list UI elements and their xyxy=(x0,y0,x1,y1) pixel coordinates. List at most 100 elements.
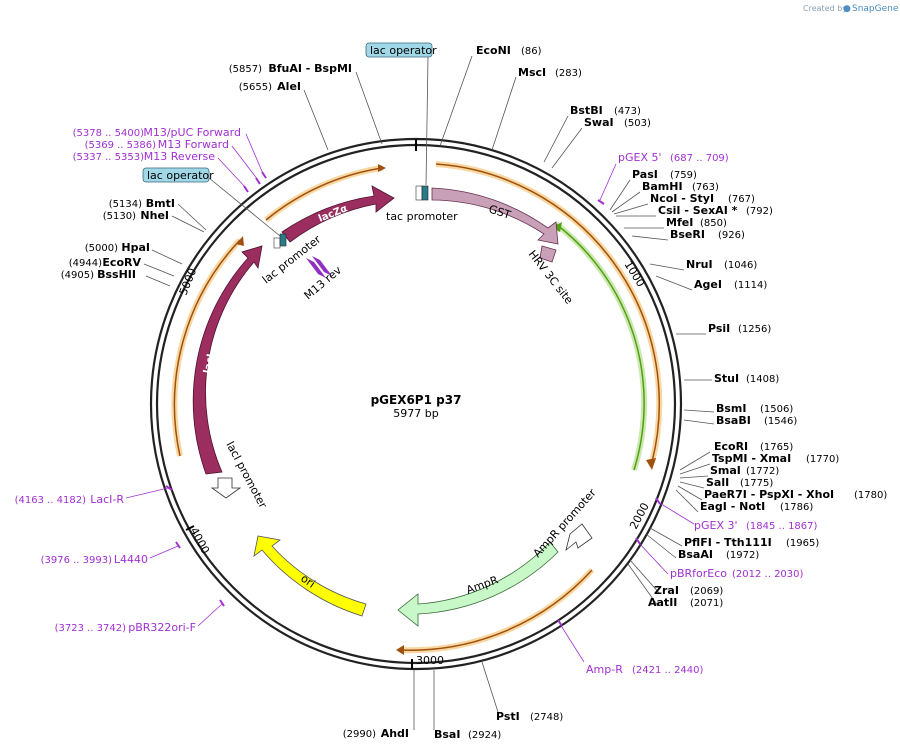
site-PasI-pos: (759) xyxy=(670,170,697,181)
feature-AmpR-promoter-label: AmpR promoter xyxy=(531,486,599,560)
feature-lacI-label: lacI xyxy=(202,353,217,375)
orf-arc-4 xyxy=(173,239,241,457)
site-BfuAI-pos: (5857) xyxy=(229,64,262,75)
site-AleI: AleI xyxy=(277,80,301,93)
site-leaders xyxy=(143,55,715,730)
primer-AmpR-range: (2421 .. 2440) xyxy=(632,665,704,676)
tick-label-2000: 2000 xyxy=(627,501,652,532)
site-NheI: NheI xyxy=(140,209,169,222)
site-MscI: MscI xyxy=(518,66,546,79)
site-BseRI: BseRI xyxy=(670,228,705,241)
primer-AmpR: Amp-R xyxy=(586,663,623,676)
primer-labels: pGEX 5' (687 .. 709) pGEX 3' (1845 .. 18… xyxy=(15,126,818,676)
site-SalI: SalI xyxy=(706,476,729,489)
site-EcoRI-pos: (1765) xyxy=(760,442,793,453)
site-NcoI: NcoI - StyI xyxy=(650,192,714,205)
site-TspMI-pos: (1770) xyxy=(806,454,839,465)
primer-pGEX3-range: (1845 .. 1867) xyxy=(746,521,818,532)
site-BsmI: BsmI xyxy=(716,402,747,415)
site-BsaAI: BsaAI xyxy=(678,548,713,561)
site-BseRI-pos: (926) xyxy=(718,230,745,241)
site-ZraI: ZraI xyxy=(654,584,679,597)
primer-pGEX5-range: (687 .. 709) xyxy=(670,153,729,164)
primer-L4440-range: (3976 .. 3993) xyxy=(41,555,113,566)
feature-lacI-promoter-label: lacI promoter xyxy=(223,439,269,511)
plasmid-length: 5977 bp xyxy=(393,407,438,420)
primer-pBR322ori-F-range: (3723 .. 3742) xyxy=(55,623,127,634)
site-EcoRV: EcoRV xyxy=(102,256,141,269)
site-NruI-pos: (1046) xyxy=(724,260,757,271)
feature-M13-rev-a xyxy=(306,258,326,278)
feature-HRV-site xyxy=(539,245,557,263)
tick-label-5000: 5000 xyxy=(177,266,200,297)
orf-arc-1-head xyxy=(646,458,656,470)
site-BstBI: BstBI xyxy=(570,104,603,117)
tick-label-3000: 3000 xyxy=(416,654,444,667)
feature-M13-rev-b xyxy=(312,256,332,276)
feature-tac-promoter xyxy=(415,185,423,201)
primer-pGEX3: pGEX 3' xyxy=(694,519,738,532)
primer-M13-pUC-Forward-range: (5378 .. 5400) xyxy=(73,128,145,139)
feature-lacI xyxy=(192,245,263,475)
site-BfuAI: BfuAI - BspMI xyxy=(268,62,352,75)
site-AgeI-pos: (1114) xyxy=(734,280,767,291)
site-BsaI: BsaI xyxy=(434,728,460,741)
site-MfeI-pos: (850) xyxy=(700,218,727,229)
site-AleI-pos: (5655) xyxy=(239,82,272,93)
site-AatII: AatII xyxy=(648,596,677,609)
feature-lac-promoter xyxy=(273,237,281,249)
site-SwaI-pos: (503) xyxy=(624,118,651,129)
site-AhdI: AhdI xyxy=(381,727,409,740)
orf-arc-2-head xyxy=(552,222,562,232)
site-PaeR7I: PaeR7I - PspXI - XhoI xyxy=(704,488,834,501)
primer-M13-Reverse-range: (5337 .. 5353) xyxy=(73,152,145,163)
orf-arc-1 xyxy=(435,163,660,463)
site-PsiI-pos: (1256) xyxy=(738,324,771,335)
feature-lacZa xyxy=(281,185,395,243)
feature-AmpR xyxy=(397,541,559,627)
site-BamHI-pos: (763) xyxy=(692,182,719,193)
site-EcoRV-pos: (4944) xyxy=(69,258,102,269)
site-BsaAI-pos: (1972) xyxy=(726,550,759,561)
site-BssHII-pos: (4905) xyxy=(61,270,94,281)
orf-arc-3 xyxy=(399,569,593,651)
primer-M13-Forward-range: (5369 .. 5386) xyxy=(85,140,157,151)
feature-ori xyxy=(253,535,367,617)
site-BstBI-pos: (473) xyxy=(614,106,641,117)
primer-LacI-R-range: (4163 .. 4182) xyxy=(15,495,87,506)
site-EcoRI: EcoRI xyxy=(714,440,748,453)
site-BsaBI: BsaBI xyxy=(716,414,751,427)
site-AgeI: AgeI xyxy=(694,278,722,291)
site-NheI-pos: (5130) xyxy=(103,211,136,222)
feature-AmpR-promoter xyxy=(565,523,593,552)
primer-M13-Forward: M13 Forward xyxy=(158,138,229,151)
site-PasI: PasI xyxy=(632,168,658,181)
tick-4000 xyxy=(185,525,195,531)
feature-lacI-promoter xyxy=(210,477,242,499)
feature-tac-promoter-label: tac promoter xyxy=(386,210,458,223)
site-SalI-pos: (1775) xyxy=(740,478,773,489)
feature-lac-operator-block-1 xyxy=(279,233,287,247)
orf-arc-5-head xyxy=(378,164,386,172)
site-StuI: StuI xyxy=(714,372,739,385)
site-EcoNI: EcoNI xyxy=(476,44,511,57)
site-PaeR7I-pos: (1780) xyxy=(854,490,887,501)
site-PsiI: PsiI xyxy=(708,322,730,335)
snapgene-logo: ● xyxy=(843,4,851,14)
lac-operator-top-label: lac operator xyxy=(370,44,437,57)
primer-pBRforEco: pBRforEco xyxy=(670,567,727,580)
site-TspMI: TspMI - XmaI xyxy=(712,452,791,465)
site-NcoI-pos: (767) xyxy=(728,194,755,205)
lac-operator-left-label: lac operator xyxy=(147,169,214,182)
site-BsmI-pos: (1506) xyxy=(760,404,793,415)
site-SwaI: SwaI xyxy=(584,116,614,129)
primer-L4440: L4440 xyxy=(114,553,148,566)
site-ZraI-pos: (2069) xyxy=(690,586,723,597)
site-CsiI-pos: (792) xyxy=(746,206,773,217)
site-BsaI-pos: (2924) xyxy=(468,730,501,741)
site-SmaI: SmaI xyxy=(710,464,741,477)
site-BmtI: BmtI xyxy=(146,197,175,210)
site-PstI: PstI xyxy=(496,710,520,723)
